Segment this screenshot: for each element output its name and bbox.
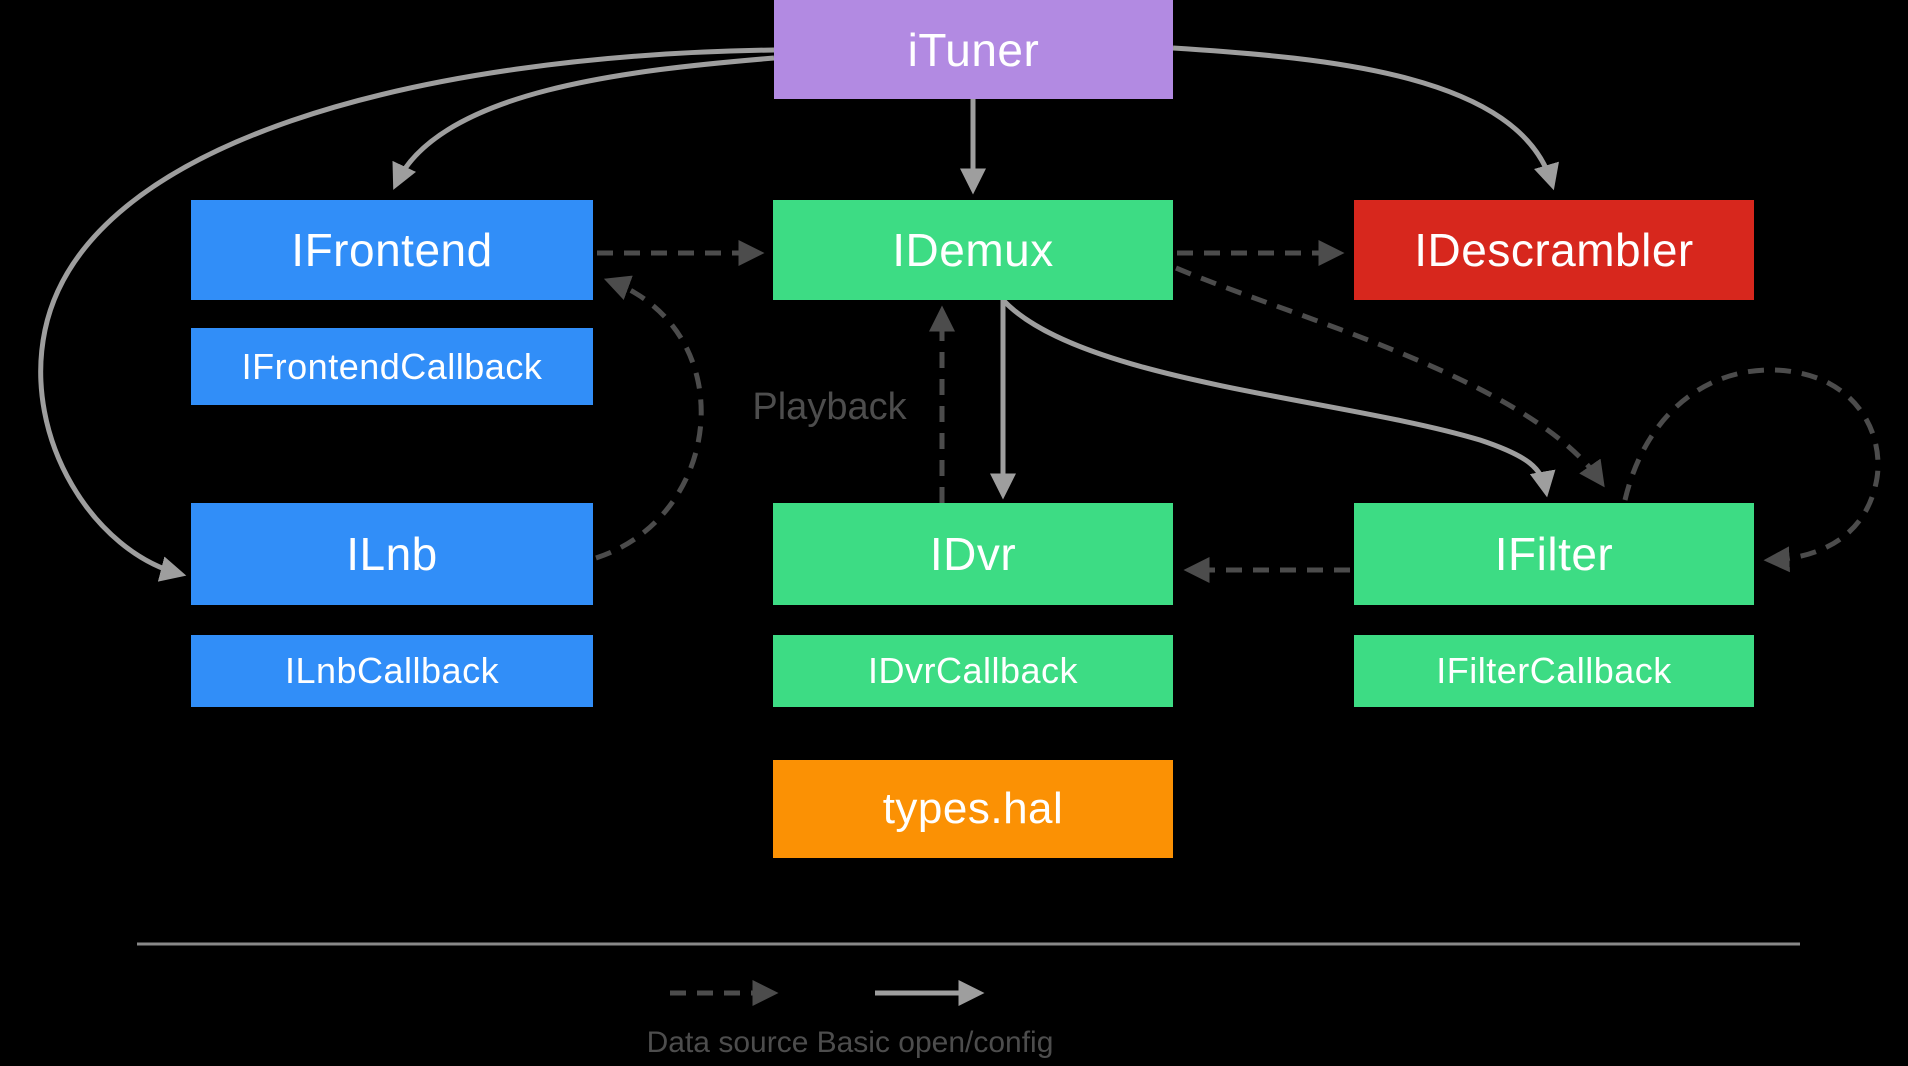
- edge-ilnb-to-ifrontend-data: [595, 275, 704, 561]
- playback-annotation: Playback: [752, 386, 907, 428]
- node-ifilter: IFilter: [1354, 503, 1754, 605]
- legend-data-source-label: Data source: [646, 1026, 809, 1059]
- node-ifrontend-callback: IFrontendCallback: [191, 328, 593, 405]
- node-idescrambler: IDescrambler: [1354, 200, 1754, 300]
- edge-ituner-to-idescrambler: [1172, 45, 1559, 191]
- node-ifilter-callback: IFilterCallback: [1354, 635, 1754, 707]
- node-ilnb: ILnb: [191, 503, 593, 605]
- edge-ituner-to-ifrontend: [392, 55, 775, 190]
- node-idvr-callback: IDvrCallback: [773, 635, 1173, 707]
- legend-basic-open-config-label: Basic open/config: [816, 1026, 1054, 1059]
- node-types-hal: types.hal: [773, 760, 1173, 858]
- edge-ituner-to-ilnb: [38, 47, 775, 582]
- node-ituner: iTuner: [774, 0, 1173, 99]
- edge-idemux-to-ifilter: [1001, 298, 1556, 498]
- edge-idemux-to-ifilter-data: [1175, 265, 1605, 488]
- node-idemux: IDemux: [773, 200, 1173, 300]
- node-ilnb-callback: ILnbCallback: [191, 635, 593, 707]
- node-idvr: IDvr: [773, 503, 1173, 605]
- node-ifrontend: IFrontend: [191, 200, 593, 300]
